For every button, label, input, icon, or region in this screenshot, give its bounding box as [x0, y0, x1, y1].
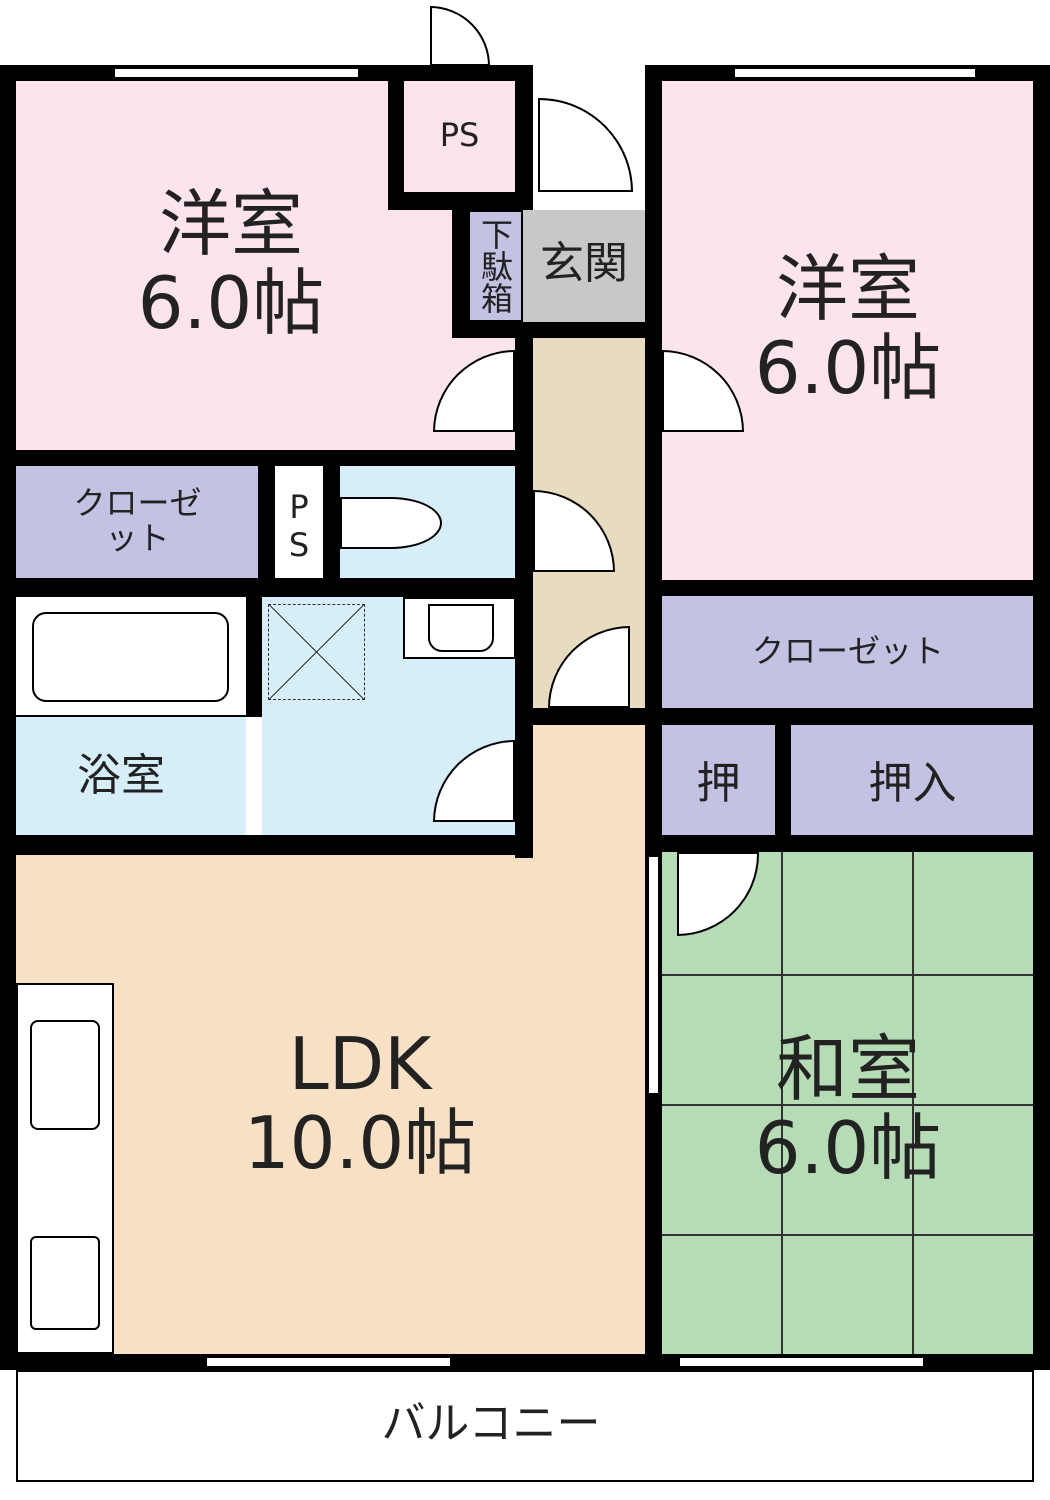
tatami-line [662, 974, 1034, 976]
tatami-line [662, 1234, 1034, 1236]
washing-machine-icon [268, 604, 365, 700]
window [735, 67, 975, 79]
western1-name: 洋室 [158, 182, 303, 266]
japanese-room [662, 852, 1034, 1354]
closet-left [16, 466, 258, 578]
ps-mid-box [275, 466, 323, 578]
shoebox [468, 210, 523, 322]
oshiire [791, 725, 1034, 835]
toilet-icon [340, 497, 442, 549]
entrance [523, 210, 645, 322]
wall [515, 338, 533, 858]
sliding-door[interactable] [647, 855, 660, 1095]
closet-right-label: クローゼット [751, 632, 944, 670]
ps-mid-label: PS [280, 488, 318, 564]
bath-label: 浴室 [77, 750, 165, 801]
wall [662, 580, 1034, 596]
ps-door[interactable] [430, 6, 490, 66]
wall [452, 322, 662, 338]
wall [323, 450, 340, 597]
wall [258, 450, 275, 597]
window [207, 1356, 450, 1368]
western2-size: 6.0帖 [754, 326, 942, 411]
closet-left-label: クローゼット [73, 484, 202, 558]
wall [775, 725, 791, 852]
ldk [16, 855, 646, 1354]
ldk-name: LDK [288, 1022, 432, 1106]
wall [515, 65, 533, 210]
tatami-line [912, 852, 914, 1354]
ldk-size: 10.0帖 [243, 1101, 477, 1186]
wall [388, 192, 533, 210]
wall [388, 80, 404, 210]
window [115, 67, 358, 79]
wall [533, 708, 1034, 725]
washbasin-icon [403, 597, 516, 659]
ps-top-label: PS [439, 116, 480, 154]
wall [1033, 65, 1050, 1370]
japanese-size: 6.0帖 [754, 1106, 942, 1191]
tatami-line [662, 1104, 1034, 1106]
wall [0, 65, 16, 1370]
wall [246, 597, 262, 717]
entrance-door[interactable] [538, 98, 633, 192]
stove-icon [30, 1236, 100, 1330]
balcony [16, 1370, 1034, 1482]
ldk-upper [533, 725, 646, 865]
western1-size: 6.0帖 [137, 261, 325, 346]
sink-bowl-icon [428, 604, 494, 652]
entrance-label: 玄関 [540, 238, 628, 289]
shoebox-label: 下駄箱 [476, 218, 514, 314]
oshi-label: 押 [696, 758, 741, 809]
wall [452, 210, 468, 338]
kitchen-counter [16, 983, 114, 1354]
tatami-line [781, 852, 783, 1354]
window [680, 1356, 923, 1368]
oshiire-label: 押入 [868, 758, 957, 809]
bathtub-icon [32, 612, 229, 702]
oshi [662, 725, 775, 835]
wall [0, 835, 533, 855]
western-room-2 [662, 80, 1034, 582]
sink-icon [30, 1020, 100, 1130]
bathtub-area [16, 597, 246, 717]
wall [662, 835, 1034, 852]
western-room-1 [16, 80, 516, 452]
closet-right [662, 596, 1034, 708]
western2-name: 洋室 [775, 247, 920, 331]
japanese-name: 和室 [775, 1027, 920, 1111]
balcony-label: バルコニー [381, 1398, 601, 1449]
